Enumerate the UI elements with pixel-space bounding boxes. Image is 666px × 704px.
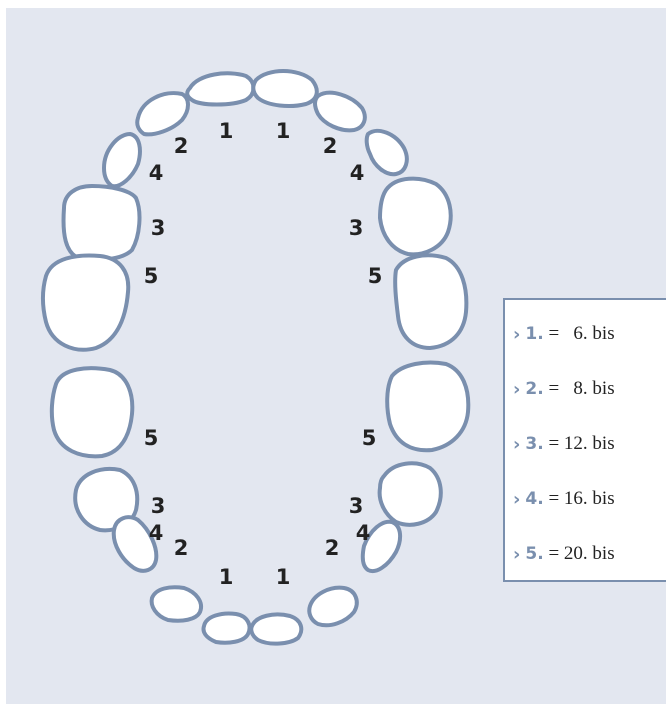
lower-premolar-left (73, 467, 140, 533)
label-upper-right-3: 3 (349, 216, 364, 240)
label-upper-right-1: 1 (276, 119, 291, 143)
label-lower-right-2: 2 (325, 536, 340, 560)
label-upper-left-4: 4 (149, 161, 164, 185)
legend-value: = 16. bis (543, 488, 615, 509)
legend-item: › 2. = 8. bis (513, 375, 615, 403)
label-upper-left-3: 3 (151, 216, 166, 240)
upper-molar-right (393, 253, 469, 350)
label-upper-left-1: 1 (219, 119, 234, 143)
label-upper-right-4: 4 (350, 161, 365, 185)
upper-central-incisor-right (251, 69, 319, 108)
arrow-icon: › (513, 323, 521, 345)
arrow-icon: › (513, 543, 521, 565)
label-lower-right-4: 4 (356, 521, 371, 545)
upper-molar-left (41, 253, 131, 352)
label-lower-right-3: 3 (349, 494, 364, 518)
upper-arch (41, 69, 469, 352)
label-upper-left-5: 5 (144, 264, 159, 288)
lower-lateral-incisor-right (307, 585, 359, 628)
arrow-icon: › (513, 488, 521, 510)
lower-lateral-incisor-left (149, 585, 203, 623)
label-lower-left-3: 3 (151, 494, 166, 518)
lower-tooth-labels: 5 5 3 3 4 4 2 2 1 1 (144, 426, 377, 589)
arrow-icon: › (513, 433, 521, 455)
upper-canine-right (364, 128, 409, 177)
upper-canine-left (102, 132, 142, 189)
legend-number: 2. (525, 379, 544, 399)
upper-premolar-right (378, 176, 453, 257)
lower-canine-right (360, 519, 403, 573)
label-lower-right-5: 5 (362, 426, 377, 450)
label-upper-right-5: 5 (368, 264, 383, 288)
legend-value: = 20. bis (543, 543, 615, 564)
legend-item: › 4. = 16. bis (513, 485, 615, 513)
lower-canine-left (111, 515, 159, 573)
label-lower-left-4: 4 (149, 521, 164, 545)
label-upper-right-2: 2 (323, 134, 338, 158)
upper-central-incisor-left (185, 71, 256, 107)
legend-item: › 3. = 12. bis (513, 430, 615, 458)
legend-value: = 6. bis (543, 323, 615, 344)
upper-tooth-labels: 1 1 2 2 4 4 3 3 5 5 (144, 119, 383, 288)
lower-molar-right (385, 360, 471, 453)
legend-value: = 8. bis (543, 378, 615, 399)
legend-number: 3. (525, 434, 544, 454)
legend-value: = 12. bis (543, 433, 615, 454)
label-lower-left-5: 5 (144, 426, 159, 450)
label-upper-left-2: 2 (174, 134, 189, 158)
upper-lateral-incisor-right (313, 90, 367, 133)
arrow-icon: › (513, 378, 521, 400)
legend-number: 4. (525, 489, 544, 509)
label-lower-left-2: 2 (174, 536, 189, 560)
lower-premolar-right (377, 461, 443, 527)
lower-central-incisor-right (249, 612, 304, 646)
legend-number: 1. (525, 324, 544, 344)
lower-arch (49, 360, 471, 646)
lower-central-incisor-left (201, 611, 252, 645)
legend-number: 5. (525, 544, 544, 564)
label-lower-right-1: 1 (276, 565, 291, 589)
legend-item: › 5. = 20. bis (513, 540, 615, 568)
lower-molar-left (49, 366, 135, 459)
label-lower-left-1: 1 (219, 565, 234, 589)
legend-box: › 1. = 6. bis › 2. = 8. bis › 3. = 12. b… (503, 298, 666, 582)
upper-premolar-left (61, 184, 142, 262)
legend-item: › 1. = 6. bis (513, 320, 615, 348)
upper-lateral-incisor-left (135, 91, 190, 137)
